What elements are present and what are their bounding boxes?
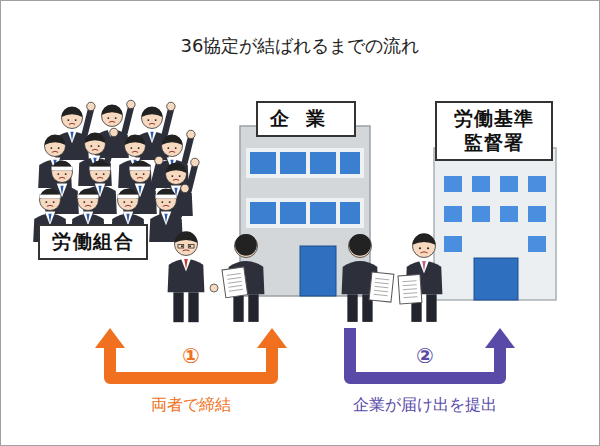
name-sign: 労働組合 [38, 224, 148, 260]
group-region: 労働組合 [36, 95, 186, 328]
office-building [434, 148, 556, 300]
person [38, 134, 72, 188]
group-region: 企業 [236, 95, 376, 328]
person [168, 231, 205, 322]
arrow-label: 両者で締結 [148, 395, 234, 416]
callout-number: ① [179, 344, 203, 368]
arrow-label: 企業が届け出を提出 [350, 395, 500, 416]
name-sign: 企業 [256, 101, 356, 137]
paper [369, 272, 394, 302]
paper [222, 267, 248, 298]
callout-number: ② [413, 344, 437, 368]
people [33, 100, 442, 322]
diagram-title: 36協定が結ばれるまでの流れ [0, 34, 600, 58]
name-sign: 労働基準 監督署 [435, 101, 553, 161]
paper [398, 274, 422, 303]
person [118, 134, 152, 188]
flow-arrow [350, 328, 500, 378]
group-region: 労働基準 監督署 [428, 95, 560, 328]
person [78, 128, 118, 186]
